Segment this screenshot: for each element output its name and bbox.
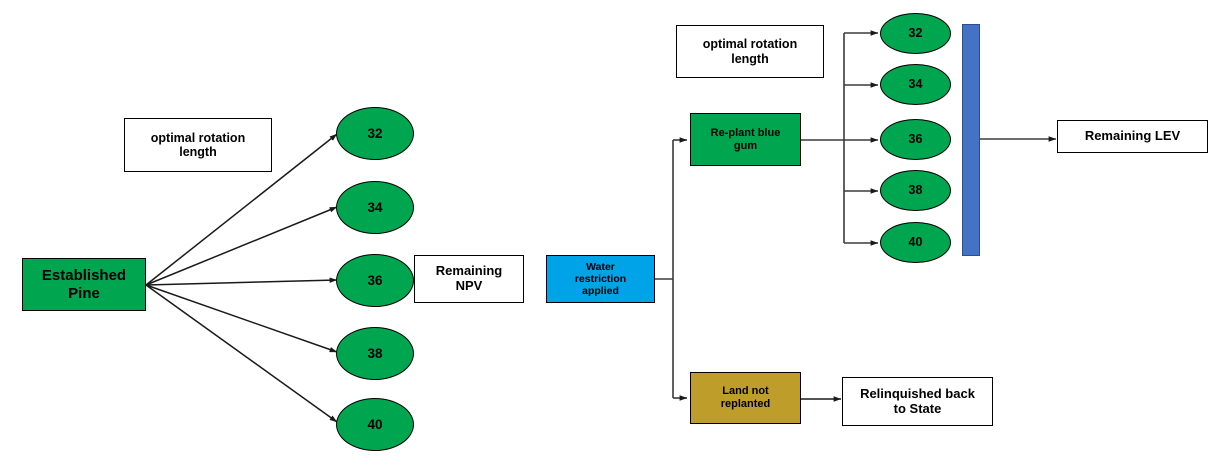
rotation-age-ellipse-right-40[interactable]: 40: [880, 222, 951, 263]
remaining-npv-box[interactable]: Remaining NPV: [414, 255, 524, 303]
established-pine-box[interactable]: Established Pine: [22, 258, 146, 311]
replant-blue-gum-label: Re-plant blue gum: [710, 126, 781, 152]
replant-blue-gum-box[interactable]: Re-plant blue gum: [690, 113, 801, 166]
rotation-age-ellipse-left-40[interactable]: 40: [336, 398, 414, 451]
optimal-rotation-length-label-left: optimal rotation length: [150, 130, 246, 159]
relinquished-back-to-state-box[interactable]: Relinquished back to State: [842, 377, 993, 426]
rotation-age-label: 32: [908, 26, 923, 41]
established-pine-label: Established Pine: [41, 267, 127, 302]
optimal-rotation-length-label-right: optimal rotation length: [702, 37, 798, 66]
rotation-age-label: 36: [367, 272, 383, 288]
rotation-age-label: 40: [908, 235, 923, 250]
remaining-lev-label: Remaining LEV: [1084, 128, 1181, 144]
land-not-replanted-box[interactable]: Land not replanted: [690, 372, 801, 424]
rotation-age-ellipse-left-38[interactable]: 38: [336, 327, 414, 380]
rotation-age-label: 38: [367, 345, 383, 361]
rotation-age-label: 36: [908, 132, 923, 147]
rotation-age-label: 38: [908, 183, 923, 198]
remaining-npv-label: Remaining NPV: [435, 263, 503, 293]
water-restriction-label: Water restriction applied: [574, 260, 627, 298]
rotation-age-label: 32: [367, 125, 383, 141]
rotation-age-ellipse-left-32[interactable]: 32: [336, 107, 414, 160]
rotation-age-ellipse-left-34[interactable]: 34: [336, 181, 414, 234]
rotation-age-ellipse-right-32[interactable]: 32: [880, 13, 951, 54]
left-fanout-connectors: [145, 133, 338, 423]
water-restriction-box[interactable]: Water restriction applied: [546, 255, 655, 303]
rotation-age-label: 34: [367, 199, 383, 215]
rotation-age-label: 40: [367, 416, 383, 432]
rotation-age-ellipse-right-38[interactable]: 38: [880, 170, 951, 211]
optimal-rotation-length-note-left: optimal rotation length: [124, 118, 272, 172]
rotation-age-ellipse-left-36[interactable]: 36: [336, 254, 414, 307]
rotation-age-ellipse-right-34[interactable]: 34: [880, 64, 951, 105]
aggregation-bar: [962, 24, 980, 256]
water-restriction-split-connectors: [655, 137, 688, 401]
rotation-age-label: 34: [908, 77, 923, 92]
relinquished-back-to-state-label: Relinquished back to State: [860, 385, 975, 416]
land-not-replanted-label: Land not replanted: [720, 385, 771, 410]
rotation-age-ellipse-right-36[interactable]: 36: [880, 119, 951, 160]
optimal-rotation-length-note-right: optimal rotation length: [676, 25, 824, 78]
remaining-lev-box[interactable]: Remaining LEV: [1057, 120, 1208, 153]
